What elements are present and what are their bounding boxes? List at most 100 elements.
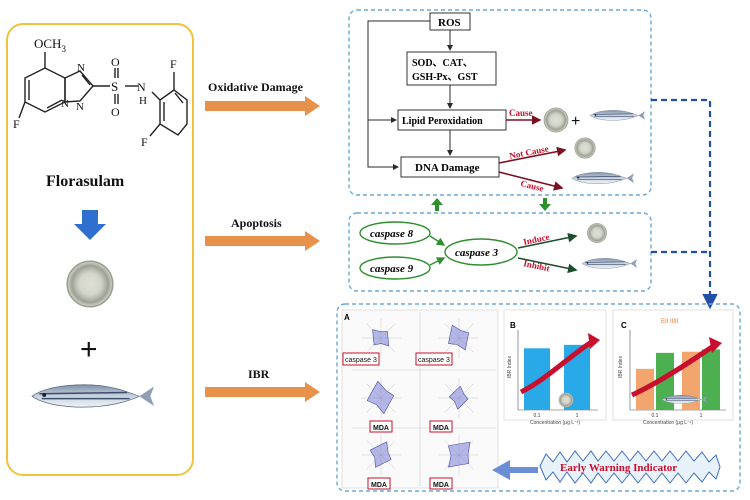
fish-icon-3 <box>571 172 635 185</box>
caspase8-label: caspase 8 <box>370 228 414 240</box>
tag-mda-3-text: MDA <box>371 482 387 489</box>
fish-icon-4 <box>581 258 638 269</box>
dna-box <box>400 156 500 178</box>
cause-arrow-2 <box>498 171 564 191</box>
compound-panel <box>6 23 194 476</box>
radar-chart-2 <box>361 378 401 418</box>
bar-c-0-1 <box>656 352 674 410</box>
tag-mda-4 <box>429 477 453 490</box>
panel-c-yaxis: IBR Index <box>618 356 624 378</box>
tag-mda-3 <box>367 477 391 490</box>
warning-burst <box>539 450 721 484</box>
atom-n2: N <box>77 62 85 74</box>
trend-arrowhead-b <box>588 333 600 349</box>
ibr-arrow <box>205 382 320 402</box>
warning-arrow-icon <box>492 460 538 480</box>
compound-name: Florasulam <box>46 173 125 190</box>
down-arrow-green-icon <box>539 198 551 211</box>
cell-icon-2 <box>543 107 569 133</box>
tag-mda-2-text: MDA <box>433 425 449 432</box>
panel-b-xaxis: Concentration (μg L⁻¹) <box>530 420 580 426</box>
trend-arrowhead-c <box>709 337 722 353</box>
structure-labels: OCH3 N N N S O O N H F F F <box>13 36 177 149</box>
tag-mda-4-text: MDA <box>433 482 449 489</box>
tag-mda-1-text: MDA <box>373 425 389 432</box>
panel-c-xaxis: Concentration (μg L⁻¹) <box>643 420 693 426</box>
caspase3-label: caspase 3 <box>455 247 499 259</box>
fish-icon-2 <box>589 110 646 121</box>
inhibit-arrow <box>517 257 578 274</box>
atom-f2: F <box>141 135 148 149</box>
atom-nh-n: N <box>137 80 146 94</box>
plus-sign: + <box>80 333 98 366</box>
atom-o1: O <box>111 55 120 69</box>
bar-b-0 <box>524 348 550 410</box>
not-cause-label: Not Cause <box>508 144 549 161</box>
trend-arrow-c <box>630 344 714 398</box>
ros-connectors <box>367 20 453 170</box>
atom-o2: O <box>111 105 120 119</box>
cause-label-1: Cause <box>509 108 533 118</box>
induce-arrow <box>517 232 578 249</box>
right-connector <box>651 98 718 310</box>
inhibit-label: Inhibit <box>523 258 551 273</box>
tag-caspase-2 <box>415 352 453 366</box>
apoptosis-arrow <box>205 231 320 251</box>
atom-h: H <box>139 95 147 107</box>
panel-c-legend: EII IIIII <box>661 319 679 325</box>
trend-arrow-b <box>519 340 592 395</box>
enzymes-box <box>406 51 497 86</box>
radar-chart-1 <box>439 318 479 358</box>
panel-b <box>503 309 607 421</box>
tag-caspase-1 <box>342 352 380 366</box>
atom-f1: F <box>170 57 177 71</box>
tick-b-1: 1 <box>576 413 579 419</box>
tick-c-1: 1 <box>700 413 703 419</box>
enzymes-line1: SOD、CAT、 <box>412 58 473 69</box>
tag-caspase-1-text: caspase 3 <box>345 357 377 364</box>
tick-c-0: 0.1 <box>652 413 659 419</box>
caspase3-node <box>444 238 518 266</box>
enzymes-line2: GSH-Px、GST <box>412 72 478 83</box>
not-cause-arrow <box>498 146 567 164</box>
down-arrow-icon <box>74 210 106 240</box>
radar-chart-0 <box>361 318 401 358</box>
c9-to-c3 <box>429 257 446 266</box>
dna-label: DNA Damage <box>415 162 480 174</box>
ibr-label: IBR <box>248 367 270 381</box>
bar-c-1-1 <box>702 349 720 410</box>
tag-mda-1 <box>369 420 393 433</box>
oxidative-label: Oxidative Damage <box>208 80 304 94</box>
florasulam-structure <box>18 52 188 137</box>
caspase9-node <box>359 256 431 280</box>
atom-n3: N <box>76 101 84 113</box>
warning-label: Early Warning Indicator <box>560 462 677 474</box>
ros-label: ROS <box>438 17 461 29</box>
radar-chart-5 <box>439 435 479 475</box>
radar-charts <box>361 318 479 475</box>
oxidative-arrow <box>205 96 320 116</box>
panel-b-label: B <box>510 321 516 330</box>
panel-a-label: A <box>344 313 350 322</box>
tag-mda-2 <box>429 420 453 433</box>
och3-label: OCH3 <box>34 36 66 54</box>
apoptosis-label: Apoptosis <box>231 216 282 230</box>
cell-icon-4 <box>587 222 607 244</box>
panel-b-yaxis: IBR Index <box>507 356 513 378</box>
atom-f3: F <box>13 117 20 131</box>
up-arrow-icon <box>431 198 443 211</box>
lipid-label: Lipid Peroxidation <box>402 116 483 127</box>
radar-chart-3 <box>439 378 479 418</box>
zebrafish-icon <box>31 384 155 408</box>
ibr-box <box>336 303 741 492</box>
cell-icon-5 <box>558 392 574 408</box>
radar-chart-4 <box>361 435 401 475</box>
cell-icon <box>66 260 114 308</box>
caspase8-node <box>359 221 431 245</box>
c8-to-c3 <box>429 235 446 246</box>
plus-sign-2: + <box>571 113 580 130</box>
cell-icon-3 <box>574 137 596 159</box>
radar-grid: A <box>341 309 499 489</box>
panel-c-label: C <box>621 321 627 330</box>
